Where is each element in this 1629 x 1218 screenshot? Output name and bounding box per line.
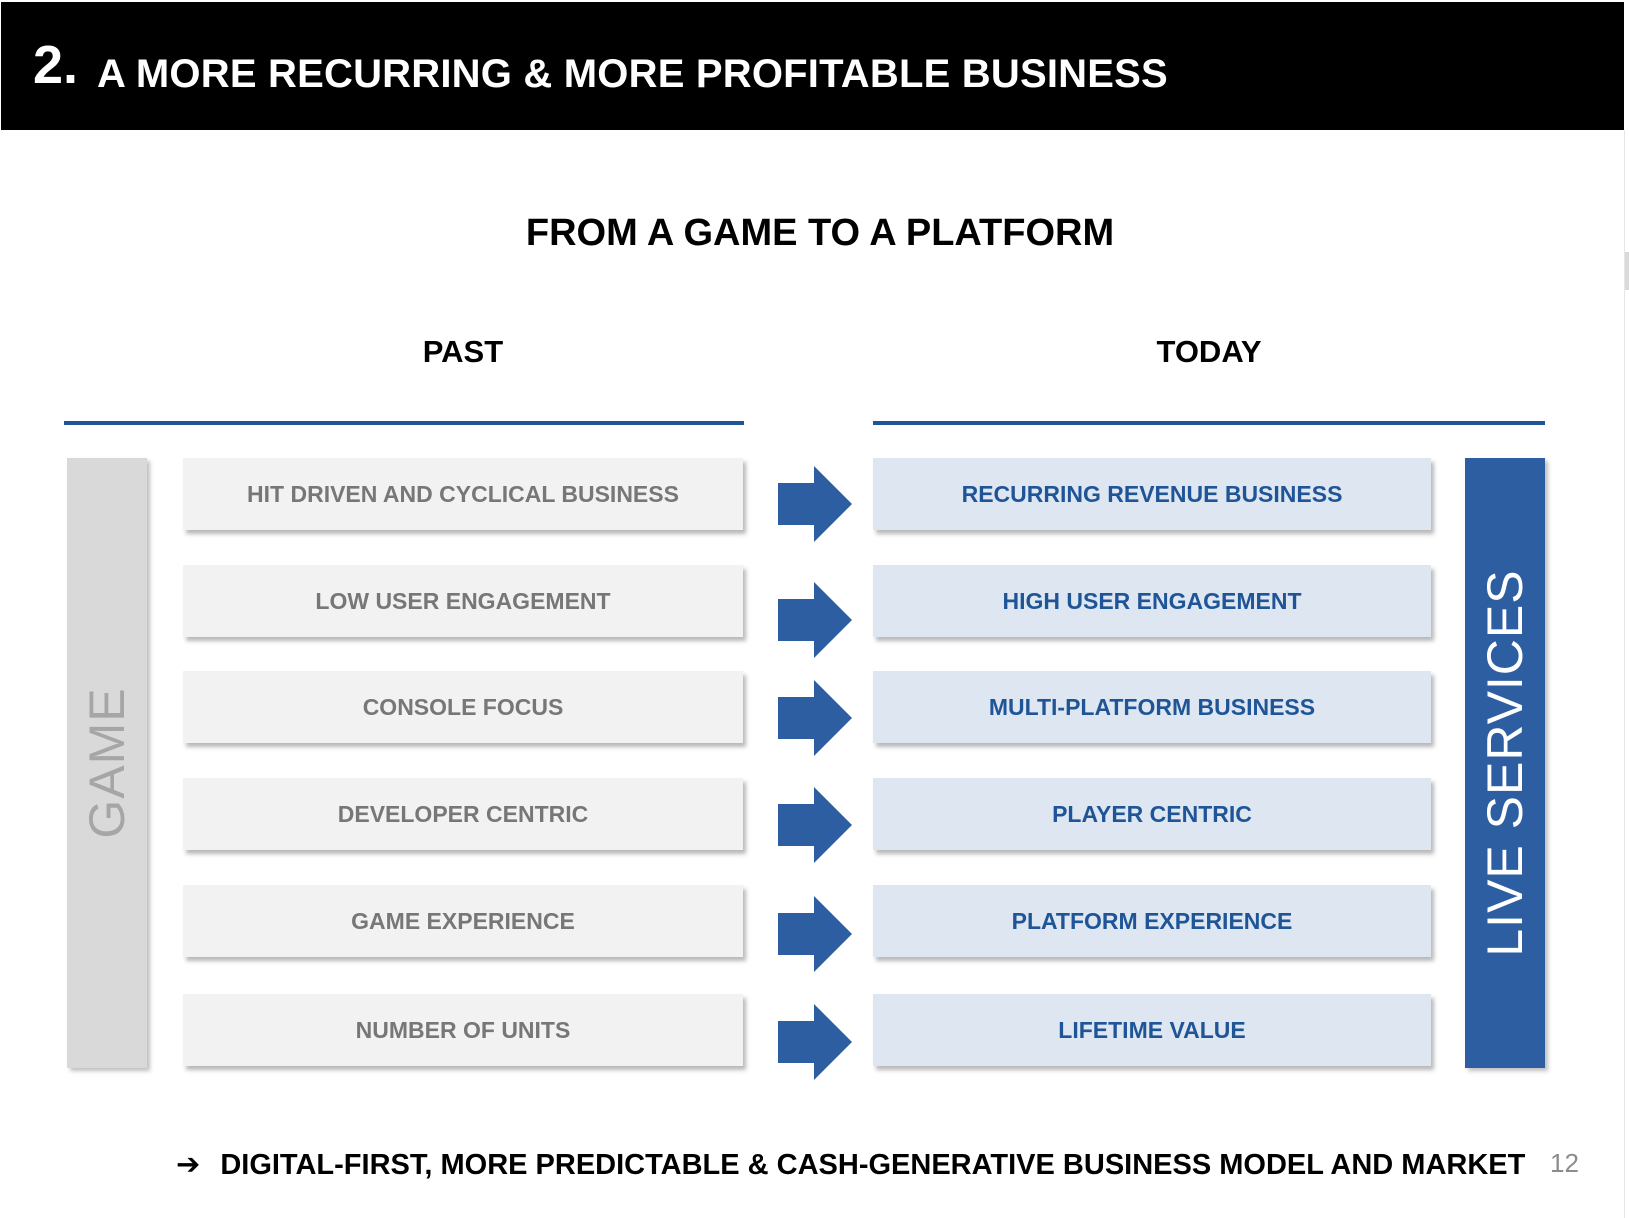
today-item: MULTI-PLATFORM BUSINESS bbox=[873, 671, 1431, 743]
game-side-label: GAME bbox=[79, 687, 135, 839]
scroll-marker bbox=[1625, 252, 1629, 290]
past-divider-rule bbox=[64, 421, 744, 425]
past-item: LOW USER ENGAGEMENT bbox=[183, 565, 743, 637]
past-item: DEVELOPER CENTRIC bbox=[183, 778, 743, 850]
today-item: PLATFORM EXPERIENCE bbox=[873, 885, 1431, 957]
today-item: PLAYER CENTRIC bbox=[873, 778, 1431, 850]
section-number: 2. bbox=[33, 35, 79, 95]
conclusion-text: DIGITAL-FIRST, MORE PREDICTABLE & CASH-G… bbox=[220, 1149, 1526, 1181]
game-side-bar: GAME bbox=[67, 458, 147, 1068]
live-services-side-bar: LIVE SERVICES bbox=[1465, 458, 1545, 1068]
page-edge-line bbox=[1624, 130, 1625, 1218]
right-arrow-icon bbox=[778, 466, 852, 542]
past-item: CONSOLE FOCUS bbox=[183, 671, 743, 743]
past-item: HIT DRIVEN AND CYCLICAL BUSINESS bbox=[183, 458, 743, 530]
today-item: LIFETIME VALUE bbox=[873, 994, 1431, 1066]
today-divider-rule bbox=[873, 421, 1545, 425]
conclusion-statement: ➔ DIGITAL-FIRST, MORE PREDICTABLE & CASH-… bbox=[176, 1147, 1525, 1182]
slide-subtitle: FROM A GAME TO A PLATFORM bbox=[525, 212, 1115, 254]
right-arrow-icon bbox=[778, 896, 852, 972]
column-heading-past: PAST bbox=[422, 334, 504, 369]
slide-title: A MORE RECURRING & MORE PROFITABLE BUSIN… bbox=[97, 52, 1168, 96]
right-arrow-icon bbox=[778, 1004, 852, 1080]
page-number: 12 bbox=[1550, 1148, 1579, 1178]
arrow-right-icon: ➔ bbox=[176, 1149, 201, 1181]
column-heading-today: TODAY bbox=[1156, 334, 1262, 369]
live-services-side-label: LIVE SERVICES bbox=[1477, 569, 1533, 957]
today-item: RECURRING REVENUE BUSINESS bbox=[873, 458, 1431, 530]
right-arrow-icon bbox=[778, 680, 852, 756]
right-arrow-icon bbox=[778, 787, 852, 863]
today-item: HIGH USER ENGAGEMENT bbox=[873, 565, 1431, 637]
past-item: NUMBER OF UNITS bbox=[183, 994, 743, 1066]
slide-header: 2. A MORE RECURRING & MORE PROFITABLE BU… bbox=[1, 2, 1624, 130]
right-arrow-icon bbox=[778, 582, 852, 658]
past-item: GAME EXPERIENCE bbox=[183, 885, 743, 957]
